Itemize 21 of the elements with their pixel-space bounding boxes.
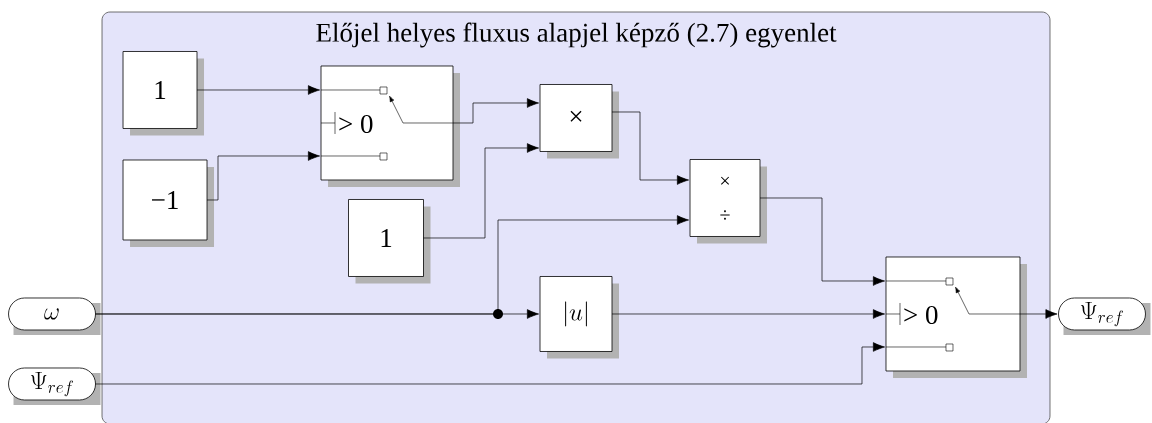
arrow	[206, 151, 320, 201]
port-terminal: $\Psi_{ref}$	[1058, 297, 1151, 335]
arrow	[611, 309, 885, 319]
constant-block: −1	[122, 159, 214, 247]
arrow	[423, 143, 539, 239]
switch-block: > 0	[885, 256, 1027, 378]
product-block: ×	[539, 84, 619, 159]
abs-block: $|u|$	[539, 276, 619, 359]
constant-block: 1	[348, 199, 431, 284]
arrow	[1019, 309, 1058, 319]
arrow	[611, 111, 689, 185]
switch-block: > 0	[320, 65, 460, 187]
port-terminal: $\Psi_{ref}$	[8, 367, 101, 405]
arrow	[759, 197, 885, 286]
arrow	[196, 85, 320, 95]
arrow	[95, 309, 539, 319]
divide-block: × ÷	[689, 159, 767, 244]
port-terminal: $\omega$	[8, 297, 101, 335]
arrow	[452, 98, 539, 124]
arrow	[95, 342, 885, 385]
constant-block: 1	[122, 51, 204, 136]
